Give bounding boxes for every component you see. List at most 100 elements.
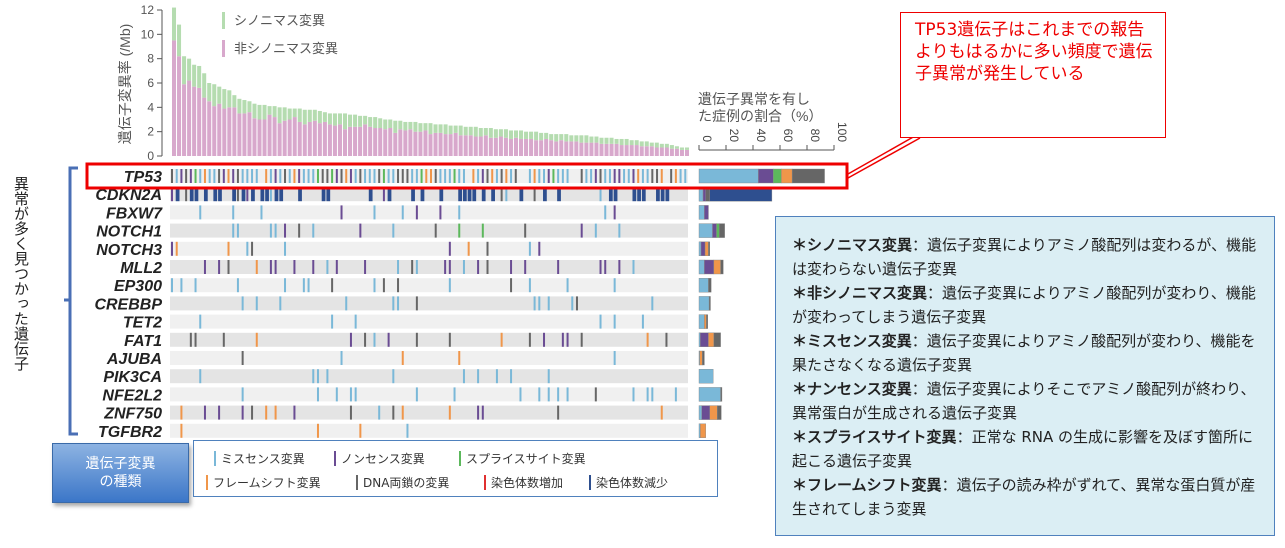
mutation-mark-nonsense: [543, 332, 546, 347]
mutation-mark-missense: [505, 187, 508, 202]
mutation-mark-dna: [236, 169, 239, 183]
nonsynonymous-bar: [629, 145, 634, 156]
mutation-mark-frameshift: [674, 169, 677, 183]
y-tick-label: 2: [147, 125, 154, 139]
mutation-mark-missense: [354, 169, 357, 183]
y-tick-label: 0: [147, 149, 154, 163]
frequency-segment-dna: [720, 259, 724, 275]
mutation-mark-missense: [279, 169, 282, 183]
nonsynonymous-bar: [579, 142, 584, 156]
nonsynonymous-bar: [393, 132, 398, 156]
frequency-segment-nonsense: [701, 405, 711, 420]
gene-strip: [170, 260, 688, 274]
mutation-mark-nonsense: [218, 260, 221, 274]
glossary-entry: ＊シノニマス変異：遺伝子変異によりアミノ酸配列は変わるが、機能は変わらない遺伝子…: [792, 233, 1264, 281]
y-tick-label: 6: [147, 76, 154, 90]
synonymous-bar: [443, 124, 448, 135]
mutation-mark-loss: [637, 187, 641, 202]
mutation-mark-loss: [251, 187, 255, 202]
nonsynonymous-bar: [443, 134, 448, 156]
mutation-mark-dna: [321, 169, 324, 183]
nonsynonymous-bar: [519, 138, 524, 156]
nonsynonymous-bar: [257, 119, 262, 156]
mutation-mark-missense: [646, 169, 649, 183]
mutation-mark-missense: [312, 169, 315, 183]
mutation-mark-missense: [557, 169, 560, 183]
mutation-mark-missense: [269, 169, 272, 183]
synonymous-bar: [237, 98, 242, 114]
synonymous-bar: [433, 124, 438, 133]
nonsynonymous-bar: [674, 148, 679, 156]
mutation-mark-missense: [613, 278, 616, 293]
synonymous-bar: [358, 115, 363, 127]
frequency-segment-missense: [698, 405, 702, 420]
mutation-mark-missense: [684, 169, 687, 183]
mutation-mark-missense: [448, 278, 451, 293]
mutation-mark-missense: [340, 351, 343, 365]
tp53-highlight-box: [85, 162, 849, 190]
mutation-mark-missense: [232, 205, 235, 220]
mutation-mark-dna: [227, 260, 230, 274]
synonymous-bar: [478, 128, 483, 137]
mutation-mark-missense: [411, 169, 414, 183]
synonymous-bar: [428, 123, 433, 135]
mutation-mark-loss: [175, 187, 180, 202]
mutation-mark-missense: [495, 369, 498, 384]
mutation-mark-loss: [519, 187, 524, 202]
mutation-mark-loss: [660, 187, 665, 202]
mutation-mark-frameshift: [293, 169, 296, 183]
mutation-mark-dna: [326, 169, 329, 183]
mutation-mark-frameshift: [274, 405, 277, 420]
mutation-mark-dna: [434, 169, 437, 183]
synonymous-bar: [599, 137, 604, 144]
frequency-segment-missense: [698, 423, 701, 438]
gene-label-mll2: MLL2: [120, 260, 162, 277]
mutation-mark-dna: [665, 332, 668, 347]
mutation-mark-frameshift: [180, 423, 183, 438]
mutation-mark-missense: [613, 351, 616, 365]
mutation-mark-dna: [222, 332, 225, 347]
synonymous-bar: [574, 135, 579, 142]
synonymous-bar: [327, 113, 332, 125]
mutation-mark-missense: [646, 387, 649, 402]
mutation-mark-nonsense: [613, 169, 616, 183]
synonymous-bar: [212, 84, 217, 107]
glossary-description: ：遺伝子の読み枠がずれて、異常な蛋白質が産生されてしまう変異: [792, 476, 1256, 518]
mutation-mark-nonsense: [269, 260, 272, 274]
synonymous-bar: [363, 115, 368, 125]
mutation-mark-missense: [241, 296, 244, 311]
mutation-mark-missense: [368, 169, 371, 183]
nonsynonymous-bar: [609, 143, 614, 156]
mutation-mark-dna: [397, 278, 400, 293]
gene-label-tp53: TP53: [124, 169, 162, 186]
legend-swatch: [214, 451, 216, 466]
mutation-mark-missense: [345, 296, 348, 311]
mutation-mark-dna: [171, 169, 173, 183]
synonymous-bar: [322, 112, 327, 122]
mutation-mark-dna: [298, 223, 301, 238]
mutation-mark-missense: [241, 169, 244, 183]
mutation-mark-nonsense: [547, 169, 550, 183]
mutation-mark-nonsense: [171, 241, 173, 256]
mutation-mark-nonsense: [448, 260, 451, 274]
frequency-tick-label: 80: [808, 129, 822, 143]
synonymous-bar: [529, 131, 534, 139]
mutation-mark-missense: [326, 260, 329, 274]
mutation-mark-missense: [477, 169, 480, 183]
mutation-mark-missense: [274, 223, 277, 238]
mutation-mark-missense: [599, 314, 602, 329]
mutation-mark-missense: [373, 278, 376, 293]
mutation-mark-loss: [411, 187, 415, 202]
mutation-mark-loss: [543, 187, 547, 202]
nonsynonymous-bar: [172, 40, 177, 156]
mutation-mark-frameshift: [227, 241, 230, 256]
mutation-mark-nonsense: [580, 223, 583, 238]
mutation-mark-missense: [528, 241, 531, 256]
synonymous-bar: [408, 121, 413, 130]
nonsynonymous-bar: [478, 136, 483, 156]
mutation-mark-missense: [397, 296, 400, 311]
nonsynonymous-bar: [287, 119, 292, 156]
mutation-mark-missense: [679, 169, 682, 183]
mutation-mark-loss: [265, 187, 269, 202]
mutation-mark-missense: [561, 169, 564, 183]
